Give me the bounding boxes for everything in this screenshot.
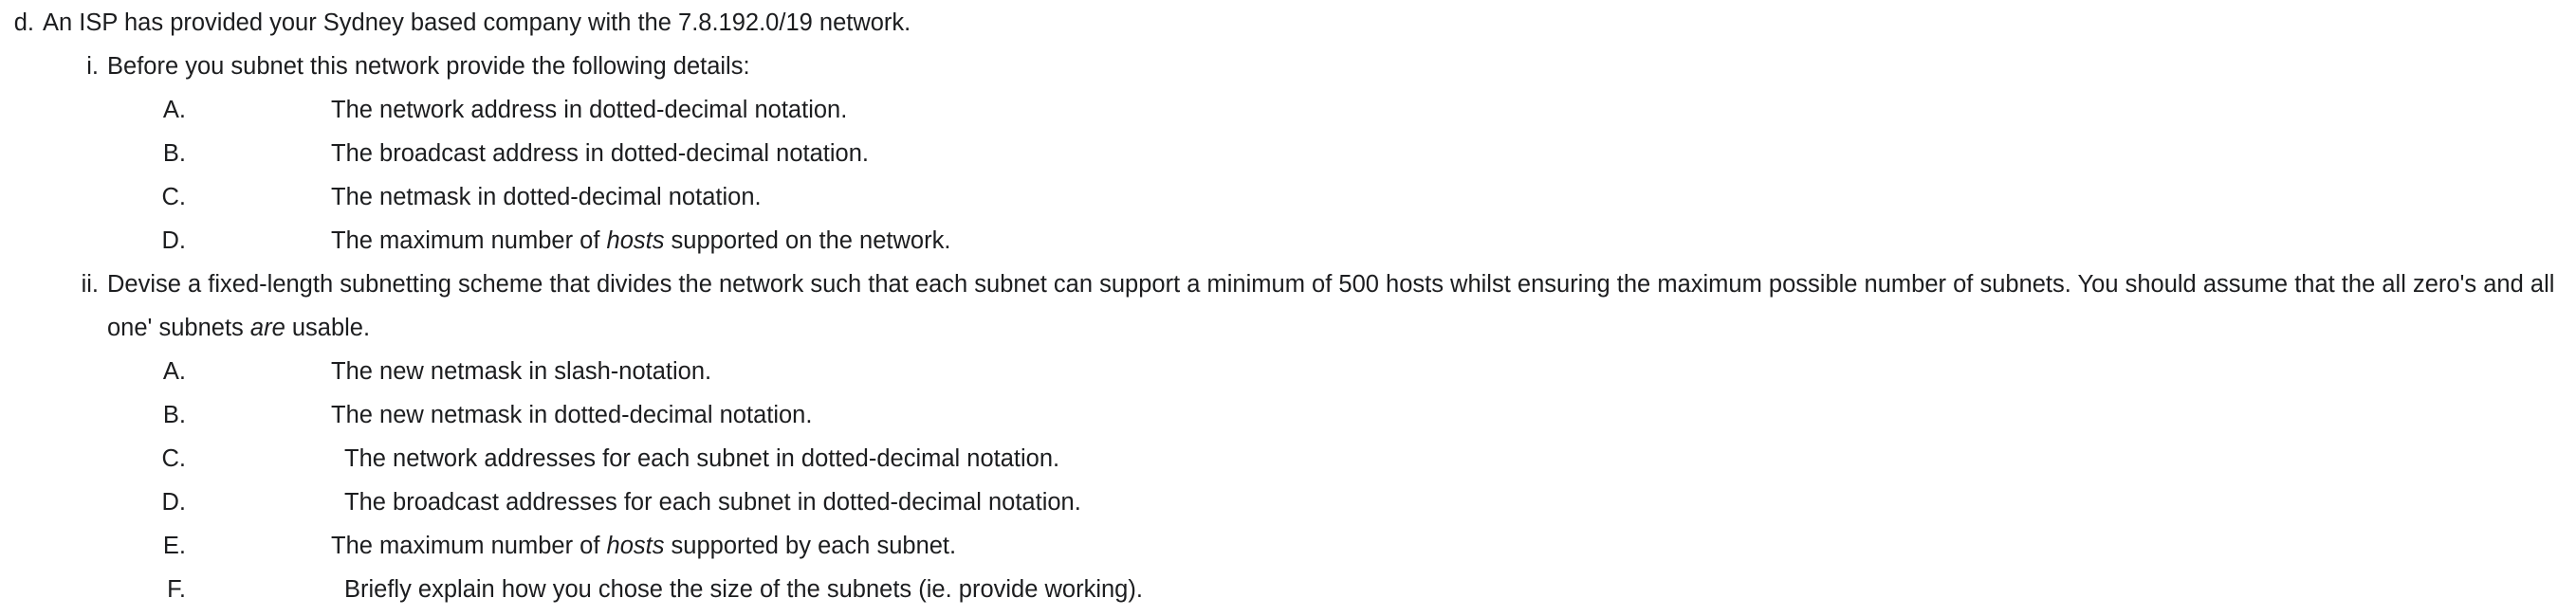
list-item-i-b: B. The broadcast address in dotted-decim… <box>0 132 2576 175</box>
list-marker-i-c: C. <box>161 184 187 210</box>
list-marker-i-a: A. <box>162 97 186 123</box>
list-marker-ii-b: B. <box>162 402 186 428</box>
list-text-d: An ISP has provided your Sydney based co… <box>43 9 911 36</box>
text-segment: The maximum number of <box>331 533 607 559</box>
list-item-i-a: A. The network address in dotted-decimal… <box>0 88 2576 132</box>
list-item-ii: ii. Devise a fixed-length subnetting sch… <box>0 263 2576 350</box>
text-segment: Briefly explain how you chose the size o… <box>344 576 1143 603</box>
list-marker-ii-a: A. <box>162 358 186 385</box>
emphasis-are: are <box>249 315 285 341</box>
list-marker-ii-f: F. <box>167 576 186 603</box>
list-item-ii-a: A. The new netmask in slash-notation. <box>0 350 2576 393</box>
list-item-i: i. Before you subnet this network provid… <box>0 45 2576 88</box>
list-text-i-c: The netmask in dotted-decimal notation. <box>186 175 762 219</box>
text-segment: supported by each subnet. <box>664 533 957 559</box>
list-marker-i: i. <box>86 53 99 80</box>
list-marker-ii: ii. <box>81 271 99 298</box>
list-marker-ii-e: E. <box>162 533 186 559</box>
list-text-i-a: The network address in dotted-decimal no… <box>186 88 847 132</box>
list-item-ii-e: E. The maximum number of hosts supported… <box>0 524 2576 568</box>
list-marker-i-d: D. <box>161 227 187 254</box>
text-segment: usable. <box>285 315 371 341</box>
list-text-ii: Devise a fixed-length subnetting scheme … <box>99 263 2573 350</box>
emphasis-hosts: hosts <box>606 533 665 559</box>
list-text-ii-d: The broadcast addresses for each subnet … <box>186 480 1081 524</box>
text-segment: The new netmask in slash-notation. <box>331 358 712 385</box>
list-marker-d: d. <box>13 9 34 36</box>
text-segment: The network address in dotted-decimal no… <box>331 97 848 123</box>
list-text-i-d: The maximum number of hosts supported on… <box>186 219 950 263</box>
text-segment: The network addresses for each subnet in… <box>344 445 1060 472</box>
text-segment: Devise a fixed-length subnetting scheme … <box>107 271 2562 341</box>
text-segment: supported on the network. <box>664 227 951 254</box>
list-text-i-b: The broadcast address in dotted-decimal … <box>186 132 869 175</box>
list-marker-i-b: B. <box>162 140 186 167</box>
text-segment: The new netmask in dotted-decimal notati… <box>331 402 813 428</box>
list-item-ii-c: C. The network addresses for each subnet… <box>0 437 2576 480</box>
text-segment: The netmask in dotted-decimal notation. <box>331 184 762 210</box>
list-item-d: d. An ISP has provided your Sydney based… <box>0 0 2576 45</box>
list-text-ii-e: The maximum number of hosts supported by… <box>186 524 956 568</box>
list-item-ii-f: F. Briefly explain how you chose the siz… <box>0 568 2576 611</box>
list-text-ii-f: Briefly explain how you chose the size o… <box>186 568 1143 611</box>
list-text-i: Before you subnet this network provide t… <box>107 53 750 80</box>
list-item-ii-b: B. The new netmask in dotted-decimal not… <box>0 393 2576 437</box>
list-marker-ii-c: C. <box>161 445 187 472</box>
list-marker-ii-d: D. <box>161 489 187 516</box>
text-segment: The maximum number of <box>331 227 607 254</box>
list-item-i-d: D. The maximum number of hosts supported… <box>0 219 2576 263</box>
list-text-ii-c: The network addresses for each subnet in… <box>186 437 1059 480</box>
text-segment: The broadcast address in dotted-decimal … <box>331 140 870 167</box>
text-segment: The broadcast addresses for each subnet … <box>344 489 1081 516</box>
list-item-ii-d: D. The broadcast addresses for each subn… <box>0 480 2576 524</box>
list-text-ii-b: The new netmask in dotted-decimal notati… <box>186 393 812 437</box>
list-item-i-c: C. The netmask in dotted-decimal notatio… <box>0 175 2576 219</box>
list-text-ii-a: The new netmask in slash-notation. <box>186 350 711 393</box>
emphasis-hosts: hosts <box>606 227 665 254</box>
